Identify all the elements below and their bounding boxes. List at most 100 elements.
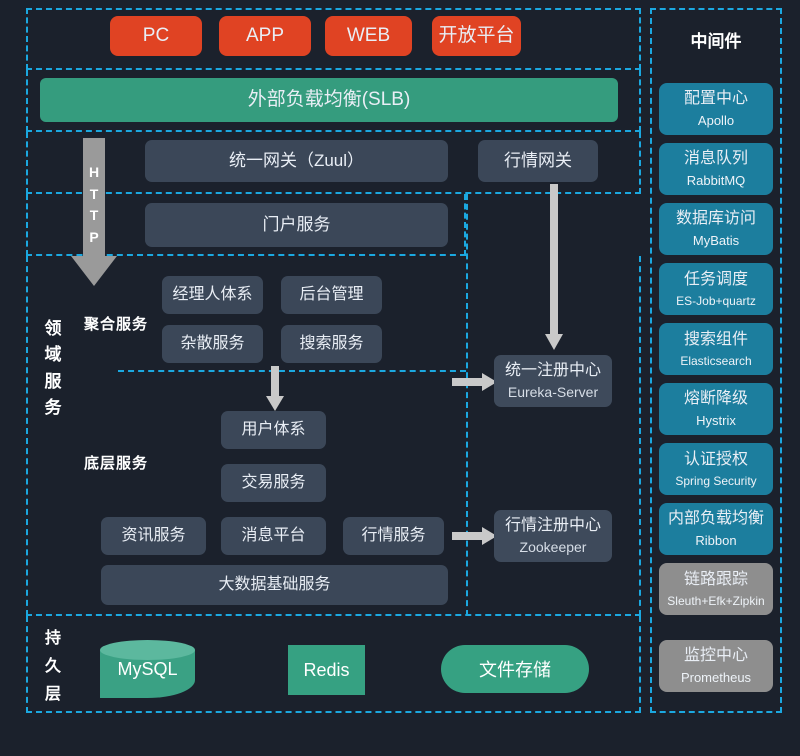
registry-zookeeper[interactable]: 行情注册中心 Zookeeper [494,510,612,562]
gateway-market[interactable]: 行情网关 [478,140,598,182]
middleware-internal-load-balancer-label: 内部负载均衡 [667,509,764,527]
region-persistence-layer [26,616,641,713]
persistence-char-2: 久 [44,658,61,675]
domain-char-3: 服 [44,371,62,391]
external-load-balancer-label: 外部负载均衡(SLB) [247,89,411,111]
middleware-database-access-sub: MyBatis [692,232,740,248]
middleware-config-center-sub: Apollo [697,112,735,128]
portal-service[interactable]: 门户服务 [145,203,448,247]
registry-eureka-sub: Eureka-Server [507,383,599,400]
region-aggregate-base-divider [118,370,466,372]
arrow-services-to-eureka [452,373,497,391]
arrow-market-service-to-zookeeper [452,527,497,545]
store-redis[interactable]: Redis [288,645,365,695]
client-app-label: APP [245,25,285,47]
middleware-task-scheduler-label: 任务调度 [683,270,748,288]
service-backend-admin[interactable]: 后台管理 [281,276,382,314]
region-gateway-layer [26,132,641,194]
region-domain-layer [26,256,641,616]
service-bigdata-foundation-label: 大数据基础服务 [218,576,331,593]
http-letter-t1: T [89,185,99,202]
gateway-zuul-label: 统一网关（Zuul） [228,151,365,171]
service-backend-admin-label: 后台管理 [299,286,364,303]
registry-zookeeper-sub: Zookeeper [519,538,587,555]
client-open-platform[interactable]: 开放平台 [432,16,521,56]
middleware-tracing[interactable]: 链路跟踪 Sleuth+Efk+Zipkin [659,563,773,615]
service-market-quote-label: 行情服务 [361,527,426,544]
service-manager-system[interactable]: 经理人体系 [162,276,263,314]
middleware-internal-load-balancer[interactable]: 内部负载均衡 Ribbon [659,503,773,555]
store-mysql-label: MySQL [117,658,178,679]
domain-char-1: 领 [44,319,62,338]
arrow-market-gateway-to-eureka [545,184,563,352]
service-trade-label: 交易服务 [241,474,306,491]
persistence-layer-vertical-label: 持 久 层 [40,625,66,709]
middleware-monitoring-center-sub: Prometheus [680,669,752,685]
service-search[interactable]: 搜索服务 [281,325,382,363]
middleware-circuit-breaker-sub: Hystrix [696,412,736,428]
client-pc-label: PC [142,25,170,47]
store-mysql-top [100,640,195,660]
registry-eureka[interactable]: 统一注册中心 Eureka-Server [494,355,612,407]
store-file-storage[interactable]: 文件存储 [441,645,589,693]
client-pc[interactable]: PC [110,16,202,56]
region-client-layer [26,8,641,70]
service-news-label: 资讯服务 [121,527,186,544]
region-slb-layer [26,70,641,132]
service-message-platform-label: 消息平台 [241,527,306,544]
middleware-monitoring-center[interactable]: 监控中心 Prometheus [659,640,773,692]
middleware-task-scheduler[interactable]: 任务调度 ES-Job+quartz [659,263,773,315]
middleware-message-queue-label: 消息队列 [683,149,748,167]
service-manager-system-label: 经理人体系 [172,286,253,303]
aggregate-services-caption: 聚合服务 [84,316,149,333]
middleware-search-component-sub: Elasticsearch [680,353,752,368]
service-misc-label: 杂散服务 [180,335,245,352]
middleware-config-center[interactable]: 配置中心 Apollo [659,83,773,135]
arrow-aggregate-to-base [266,366,284,412]
external-load-balancer[interactable]: 外部负载均衡(SLB) [40,78,618,122]
store-mysql[interactable]: MySQL [100,640,195,698]
middleware-internal-load-balancer-sub: Ribbon [695,532,737,548]
service-user-system[interactable]: 用户体系 [221,411,326,449]
domain-char-2: 域 [44,345,62,365]
middleware-message-queue[interactable]: 消息队列 RabbitMQ [659,143,773,195]
middleware-circuit-breaker[interactable]: 熔断降级 Hystrix [659,383,773,435]
middleware-message-queue-sub: RabbitMQ [686,172,746,188]
service-misc[interactable]: 杂散服务 [162,325,263,363]
service-trade[interactable]: 交易服务 [221,464,326,502]
service-market-quote[interactable]: 行情服务 [343,517,444,555]
region-domain-inner-divider [466,194,468,616]
service-user-system-label: 用户体系 [241,421,306,438]
client-web[interactable]: WEB [325,16,412,56]
middleware-auth-sub: Spring Security [675,473,757,488]
http-letter-t2: T [89,207,99,224]
registry-eureka-label: 统一注册中心 [504,361,601,379]
gateway-zuul[interactable]: 统一网关（Zuul） [145,140,448,182]
domain-char-4: 务 [44,398,62,418]
client-web-label: WEB [346,25,391,47]
middleware-circuit-breaker-label: 熔断降级 [683,389,748,407]
middleware-task-scheduler-sub: ES-Job+quartz [676,293,756,308]
service-search-label: 搜索服务 [299,335,364,352]
middleware-title: 中间件 [690,32,742,51]
base-services-caption: 底层服务 [84,455,149,472]
middleware-search-component[interactable]: 搜索组件 Elasticsearch [659,323,773,375]
service-message-platform[interactable]: 消息平台 [221,517,326,555]
http-letter-h: H [88,164,100,180]
service-news[interactable]: 资讯服务 [101,517,206,555]
middleware-database-access[interactable]: 数据库访问 MyBatis [659,203,773,255]
middleware-database-access-label: 数据库访问 [675,209,756,227]
service-bigdata-foundation[interactable]: 大数据基础服务 [101,565,448,605]
persistence-char-1: 持 [44,630,61,647]
store-file-storage-label: 文件存储 [479,660,551,680]
domain-layer-vertical-label: 领 域 服 务 [40,316,66,421]
region-portal-layer [26,194,466,256]
middleware-tracing-label: 链路跟踪 [683,570,748,588]
http-letter-p: P [89,229,99,246]
middleware-auth-label: 认证授权 [683,450,748,468]
client-app[interactable]: APP [219,16,311,56]
registry-zookeeper-label: 行情注册中心 [504,516,601,534]
middleware-auth[interactable]: 认证授权 Spring Security [659,443,773,495]
portal-service-label: 门户服务 [262,215,331,235]
